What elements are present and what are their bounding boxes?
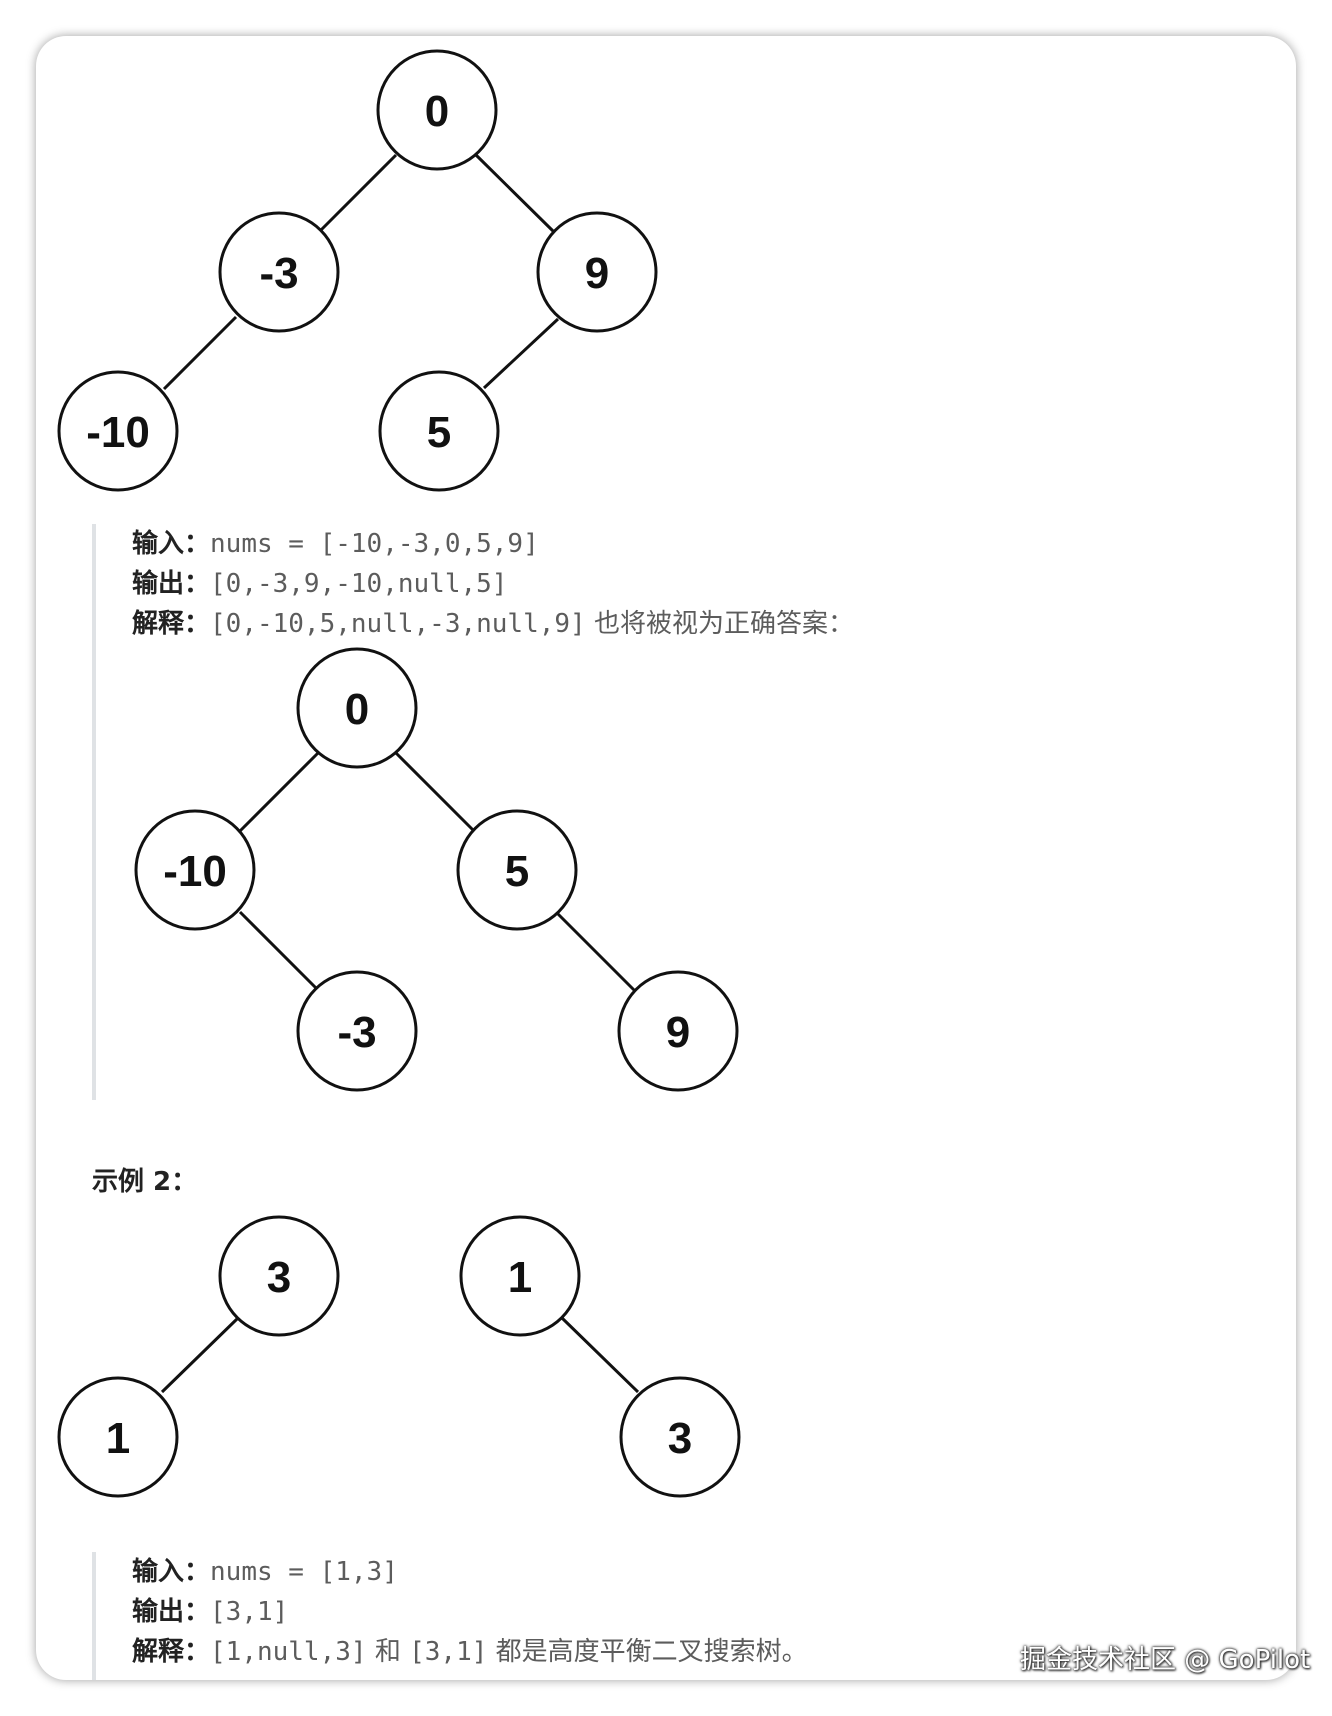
output-line: 输出：[0,-3,9,-10,null,5] — [132, 569, 508, 599]
node-value: -3 — [259, 249, 298, 298]
node-value: 5 — [505, 847, 529, 896]
tree-node: 1 — [57, 1376, 179, 1498]
tree-node: 1 — [459, 1215, 581, 1337]
tree-diagram-output: 0 -3 9 -10 5 — [57, 49, 658, 492]
tree-node: 5 — [456, 809, 578, 931]
watermark: 掘金技术社区 @ GoPilot — [1020, 1645, 1311, 1675]
tree-diagram-alternative: 0 -10 5 -3 9 — [134, 647, 739, 1092]
node-value: 1 — [508, 1253, 532, 1302]
node-value: 3 — [668, 1414, 692, 1463]
tree-diagram-example-2: 3 1 1 3 — [57, 1215, 741, 1498]
example-2-blockquote: 输入：nums = [1,3] 输出：[3,1] 解释：[1,null,3] 和… — [92, 1552, 1196, 1680]
node-value: 5 — [427, 408, 451, 457]
node-value: -3 — [337, 1008, 376, 1057]
tree-edge — [482, 317, 560, 390]
node-value: -10 — [163, 847, 227, 896]
tree-node: 0 — [296, 647, 418, 769]
tree-edge — [560, 1316, 640, 1394]
tree-node: 9 — [617, 970, 739, 1092]
tree-node: 5 — [378, 370, 500, 492]
tree-node: 9 — [536, 211, 658, 333]
tree-node: 0 — [376, 49, 498, 171]
example-2-heading: 示例 2： — [92, 1167, 198, 1197]
tree-edge — [474, 153, 555, 233]
tree-node: -3 — [296, 970, 418, 1092]
tree-edge — [318, 153, 398, 233]
tree-node: -10 — [134, 809, 256, 931]
output-line: 输出：[3,1] — [132, 1597, 289, 1627]
tree-edge — [238, 751, 320, 833]
explanation-line: 解释：[1,null,3] 和 [3,1] 都是高度平衡二叉搜索树。 — [132, 1637, 808, 1667]
tree-edge — [394, 751, 476, 833]
input-line: 输入：nums = [1,3] — [132, 1557, 398, 1587]
node-value: 0 — [425, 87, 449, 136]
tree-node: -10 — [57, 370, 179, 492]
tree-edge — [554, 910, 636, 992]
example-1-blockquote: 输入：nums = [-10,-3,0,5,9] 输出：[0,-3,9,-10,… — [92, 524, 1196, 1100]
tree-node: 3 — [218, 1215, 340, 1337]
node-value: 9 — [666, 1008, 690, 1057]
content-card: 0 -3 9 -10 5 输入：nums = [-10,-3,0,5,9] 输出… — [36, 36, 1296, 1680]
tree-node: -3 — [218, 211, 340, 333]
node-value: 1 — [106, 1414, 130, 1463]
node-value: 3 — [267, 1253, 291, 1302]
tree-edge — [238, 910, 320, 992]
tree-edge — [162, 315, 238, 391]
node-value: -10 — [86, 408, 150, 457]
explanation-line: 解释：[0,-10,5,null,-3,null,9] 也将被视为正确答案： — [132, 609, 854, 639]
tree-node: 3 — [619, 1376, 741, 1498]
node-value: 0 — [345, 685, 369, 734]
node-value: 9 — [585, 249, 609, 298]
tree-edge — [160, 1316, 240, 1394]
input-line: 输入：nums = [-10,-3,0,5,9] — [132, 529, 539, 559]
